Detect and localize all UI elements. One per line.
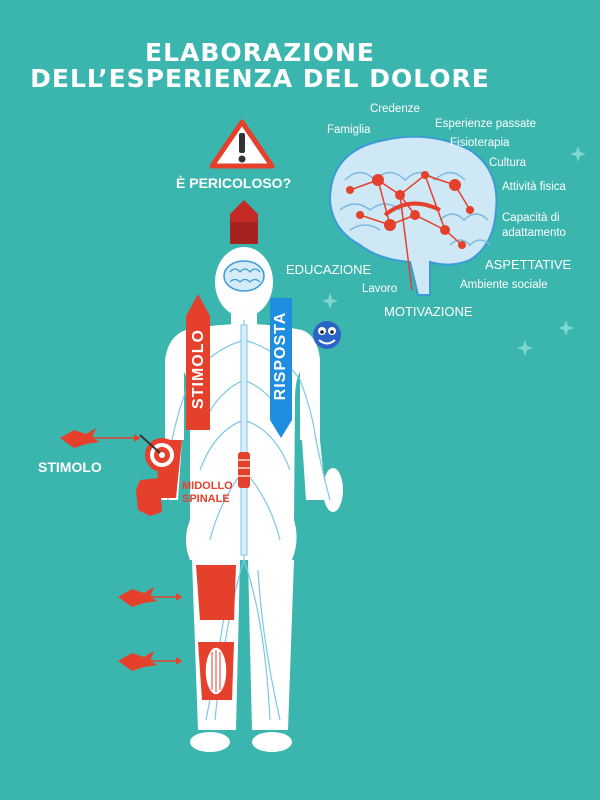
factor-capacita-2: adattamento [502, 227, 566, 239]
factor-lavoro: Lavoro [362, 283, 398, 295]
red-thigh-section [196, 565, 236, 620]
midollo-line-2: SPINALE [182, 493, 230, 505]
midollo-spinale-label: MIDOLLO SPINALE [182, 480, 233, 506]
title-line-2: DELL’ESPERIENZA DEL DOLORE [30, 64, 490, 93]
small-brain-icon [223, 260, 265, 292]
title-line-1: ELABORAZIONE [145, 38, 375, 67]
smiley-face-icon [313, 321, 341, 349]
factor-famiglia: Famiglia [327, 124, 371, 136]
risposta-arrow [270, 298, 292, 438]
factor-educazione: EDUCAZIONE [286, 262, 372, 277]
midollo-line-1: MIDOLLO [182, 480, 233, 492]
stimolo-label: STIMOLO [38, 459, 102, 475]
stimulus-arrow-icons [60, 428, 182, 671]
muscle-icon [198, 642, 234, 700]
factor-capacita-1: Capacità di [502, 212, 560, 224]
large-brain-icon [328, 135, 498, 296]
stimolo-arrow-label: STIMOLO [190, 329, 207, 409]
factor-cultura: Cultura [489, 157, 527, 169]
factor-aspettative: ASPETTATIVE [485, 257, 572, 272]
factor-attivita: Attività fisica [502, 181, 566, 193]
spinal-column [240, 324, 248, 556]
danger-question: È PERICOLOSO? [176, 175, 292, 191]
stimolo-arrow [186, 294, 210, 430]
factor-credenze: Credenze [370, 103, 420, 115]
risposta-arrow-label: RISPOSTA [272, 311, 289, 401]
factor-ambiente: Ambiente sociale [460, 279, 548, 291]
factor-motivazione: MOTIVAZIONE [384, 304, 473, 319]
target-icon [139, 434, 179, 472]
sparkles-decoration [322, 146, 586, 356]
warning-triangle-icon [209, 119, 275, 169]
factor-esperienze: Esperienze passate [435, 118, 537, 130]
spinal-cord-segment [238, 452, 250, 488]
factor-fisioterapia: Fisioterapia [450, 137, 510, 149]
